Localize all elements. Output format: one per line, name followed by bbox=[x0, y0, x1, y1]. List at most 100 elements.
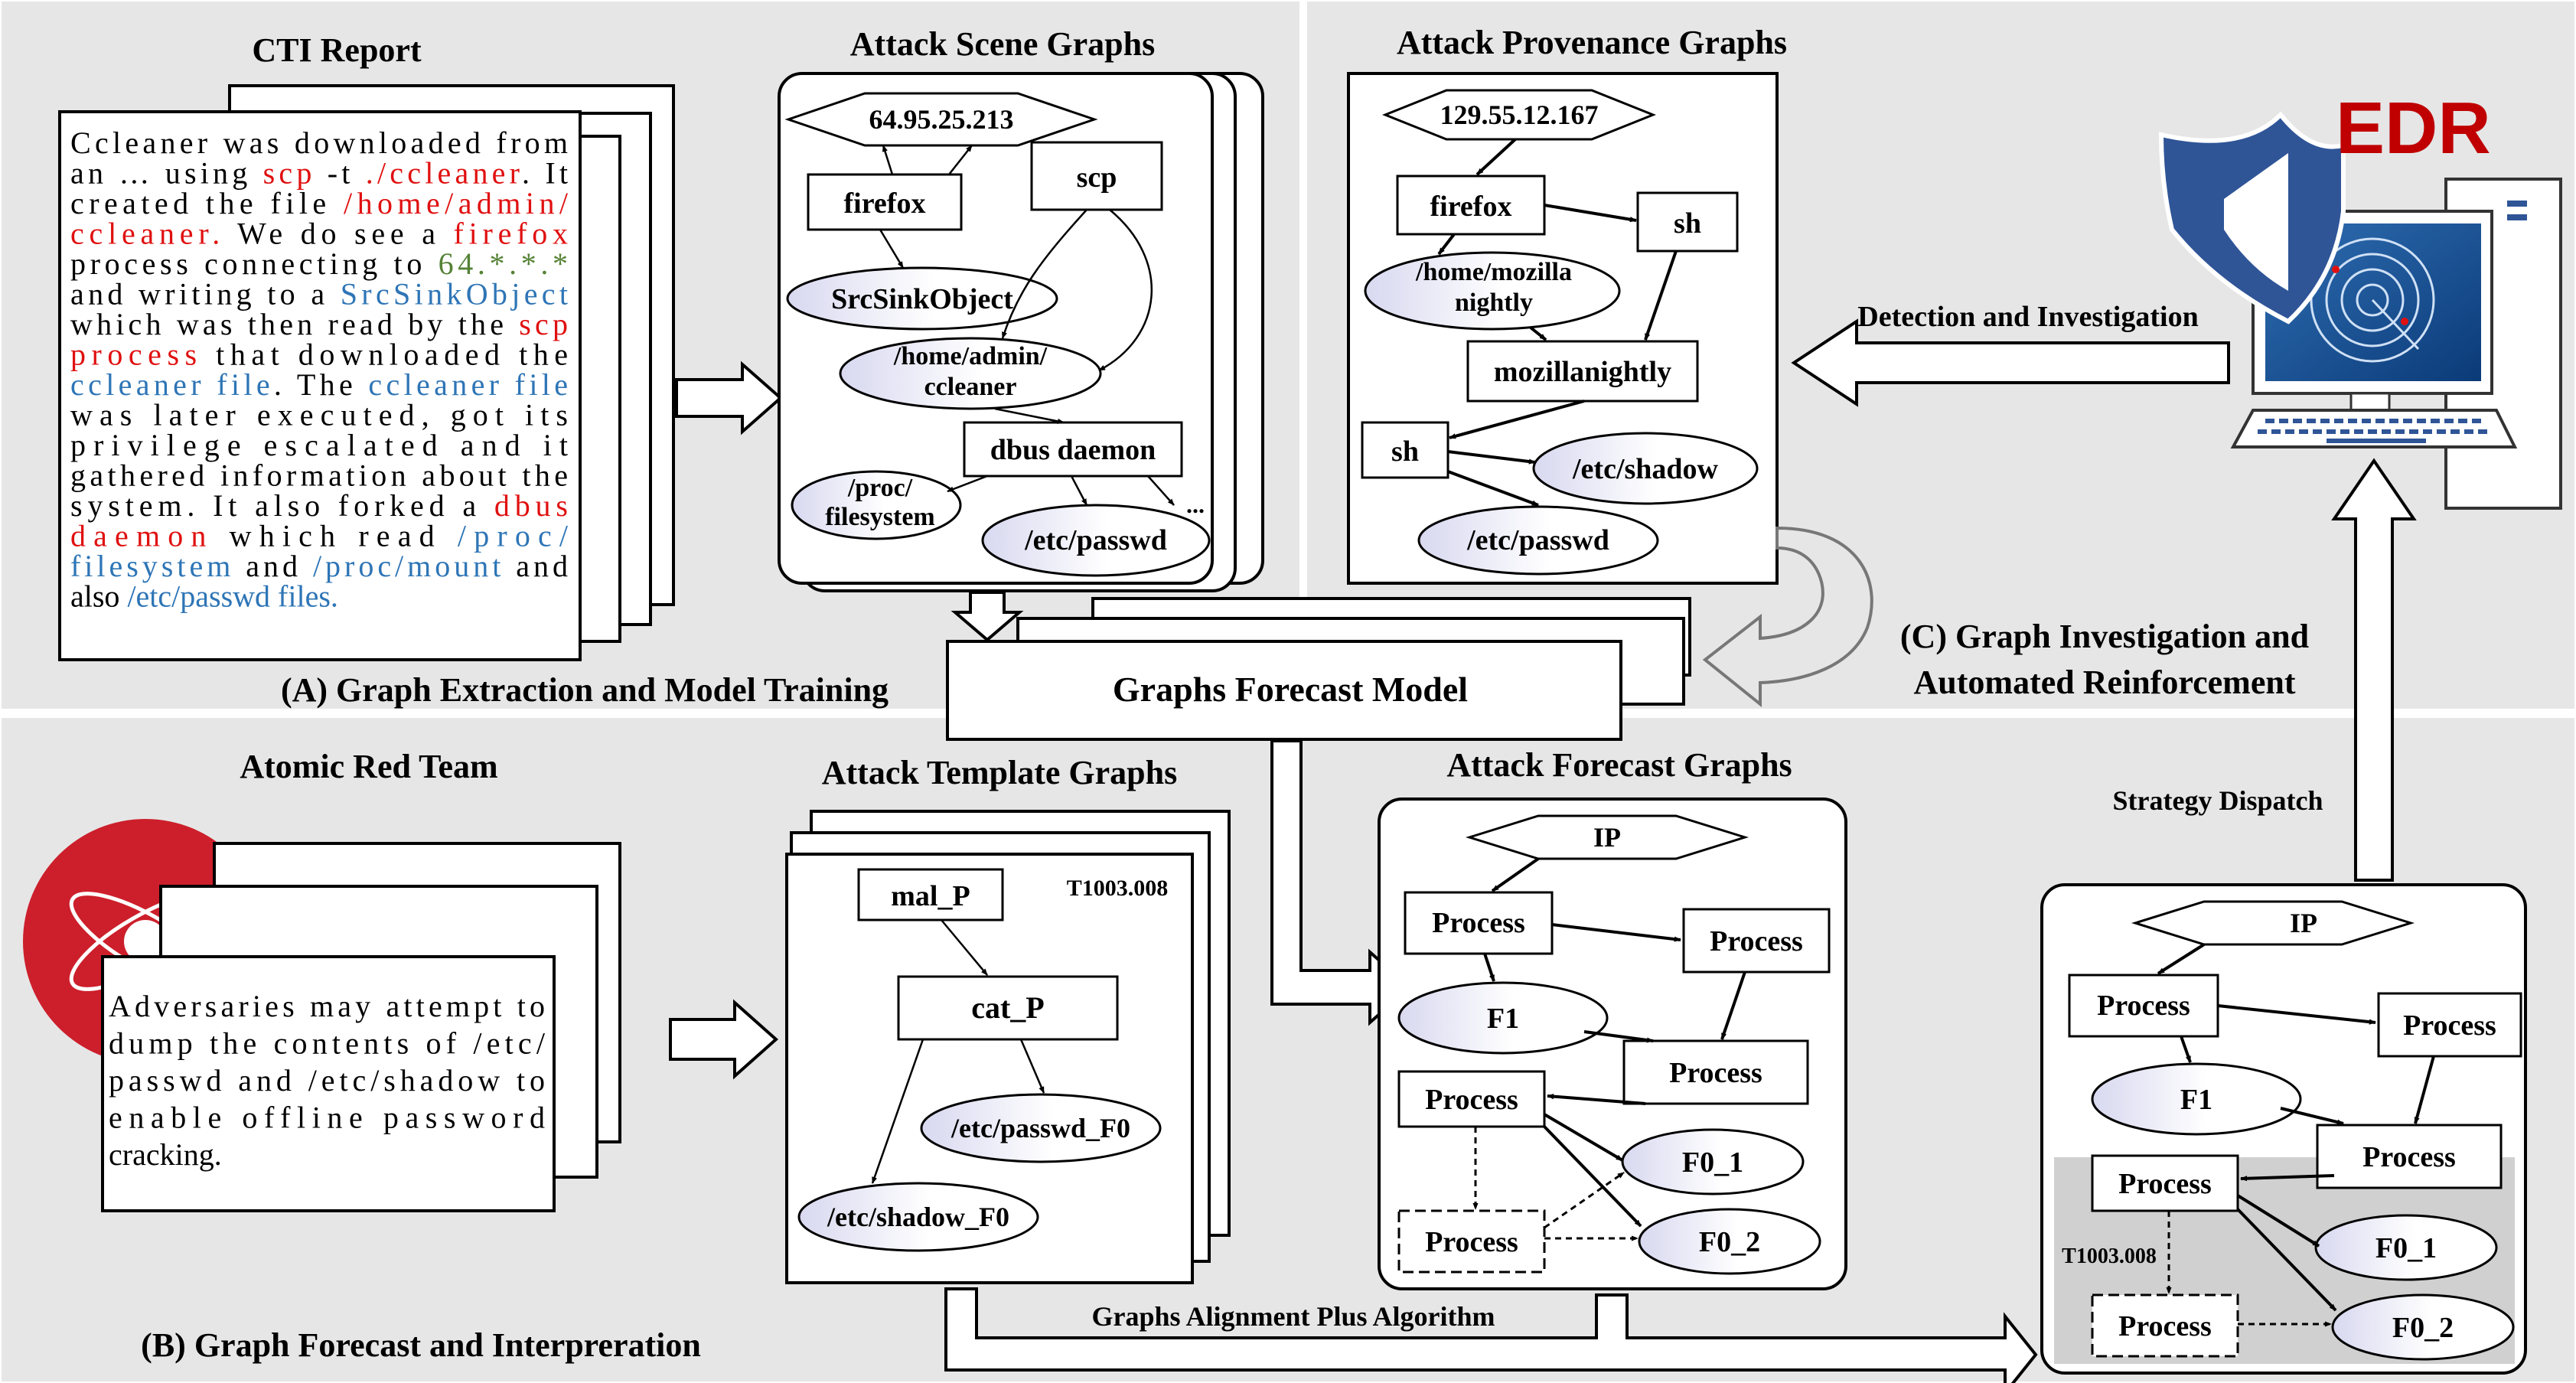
arrow-detection bbox=[1791, 318, 2230, 407]
forecast-process-4 bbox=[1397, 1070, 1546, 1128]
cti-report-segment: process connecting to bbox=[70, 246, 434, 281]
template-title: Attack Template Graphs bbox=[822, 754, 1177, 791]
template-passwd-node bbox=[920, 1093, 1162, 1163]
cti-report-segment: also bbox=[70, 579, 127, 614]
svg-text:/etc/passwd: /etc/passwd bbox=[1466, 524, 1609, 556]
cti-report-segment: gathered information about the bbox=[70, 458, 568, 493]
scene-ccleaner-node bbox=[839, 337, 1102, 410]
cti-report-segment: 64.*.*.* bbox=[439, 246, 568, 281]
radar-icon bbox=[2310, 237, 2435, 363]
scene-scp-node bbox=[1030, 141, 1163, 211]
scene-srcsink-node bbox=[786, 266, 1058, 331]
graphs-forecast-model: Graphs Forecast Model bbox=[946, 597, 1691, 741]
final-process-3 bbox=[2316, 1124, 2503, 1189]
panel-b-label: (B) Graph Forecast and Interpreration bbox=[141, 1326, 701, 1364]
cti-report-line: gathered information about the bbox=[70, 458, 568, 493]
svg-text:...: ... bbox=[1186, 491, 1205, 518]
cti-report-line: process connecting to 64.*.*.* bbox=[70, 246, 568, 281]
atomic-description-line: cracking. bbox=[109, 1137, 222, 1172]
svg-text:/etc/passwd_F0: /etc/passwd_F0 bbox=[951, 1113, 1130, 1143]
cti-report-segment: SrcSinkObject bbox=[341, 277, 568, 312]
final-process-4 bbox=[2091, 1154, 2239, 1212]
prov-passwd-node bbox=[1417, 505, 1659, 576]
final-f1-node bbox=[2091, 1062, 2302, 1136]
forecast-f0-1-node bbox=[1621, 1128, 1805, 1195]
svg-text:64.95.25.213: 64.95.25.213 bbox=[869, 104, 1014, 135]
cti-report-line: and writing to a SrcSinkObject bbox=[70, 277, 568, 312]
svg-text:mozillanightly: mozillanightly bbox=[1494, 356, 1671, 388]
atomic-description-line: dump the contents of /etc/ bbox=[109, 1026, 546, 1061]
svg-text:sh: sh bbox=[1391, 435, 1419, 468]
svg-text:nightly: nightly bbox=[1455, 289, 1533, 317]
svg-text:ccleaner: ccleaner bbox=[924, 373, 1017, 401]
final-process-1 bbox=[2068, 974, 2219, 1038]
svg-text:firefox: firefox bbox=[1430, 191, 1512, 223]
svg-text:Process: Process bbox=[1425, 1226, 1518, 1258]
cti-report-segment: scp bbox=[263, 156, 312, 191]
cti-report: CTI Report Ccleaner was downloaded froma… bbox=[58, 31, 675, 661]
scene-dbus-node bbox=[963, 421, 1183, 478]
edr-label: EDR bbox=[2336, 87, 2491, 169]
cti-report-line: also /etc/passwd files. bbox=[70, 579, 338, 614]
forecast-process-5 bbox=[1397, 1209, 1546, 1274]
svg-text:Process: Process bbox=[2118, 1168, 2212, 1200]
cti-report-line: ccleaner file. The ccleaner file bbox=[70, 367, 568, 402]
arrow-cti-to-scene bbox=[675, 360, 784, 435]
cti-report-title: CTI Report bbox=[252, 31, 422, 69]
svg-text:F0_1: F0_1 bbox=[1682, 1147, 1743, 1179]
forecast-process-1 bbox=[1404, 891, 1554, 955]
scene-firefox-node bbox=[807, 173, 963, 231]
svg-text:IP: IP bbox=[1593, 822, 1621, 853]
cti-report-line: which was then read by the scp bbox=[70, 307, 568, 341]
scene-passwd-node bbox=[981, 504, 1211, 577]
panel-a-label: (A) Graph Extraction and Model Training bbox=[281, 671, 889, 709]
svg-text:cat_P: cat_P bbox=[971, 990, 1045, 1025]
forecast-title: Attack Forecast Graphs bbox=[1446, 746, 1792, 784]
forecast-f1-node bbox=[1397, 981, 1609, 1055]
svg-text:Process: Process bbox=[1669, 1057, 1762, 1089]
forecast-process-2 bbox=[1682, 908, 1831, 974]
template-shadow-node bbox=[797, 1182, 1039, 1252]
cti-report-segment: which was then read by the bbox=[70, 307, 515, 341]
cti-report-segment: an … using bbox=[70, 156, 259, 191]
alignment-label: Graphs Alignment Plus Algorithm bbox=[1091, 1301, 1495, 1332]
cti-report-segment: . The bbox=[274, 367, 364, 402]
cti-report-line: filesystem and /proc/mount and bbox=[70, 549, 568, 583]
svg-text:T1003.008: T1003.008 bbox=[2062, 1244, 2157, 1268]
attack-forecast-graphs: Attack Forecast Graphs IP Process Proces… bbox=[1378, 746, 1847, 1290]
cti-report-segment: process bbox=[70, 338, 197, 372]
svg-text:firefox: firefox bbox=[844, 188, 926, 220]
final-process-5 bbox=[2091, 1293, 2239, 1358]
edr-computer-icon: EDR bbox=[2158, 87, 2562, 510]
forecast-process-3 bbox=[1622, 1039, 1809, 1105]
final-f0-1-node bbox=[2314, 1214, 2498, 1281]
forecast-f0-2-node bbox=[1638, 1208, 1821, 1275]
svg-text:mal_P: mal_P bbox=[891, 880, 970, 912]
svg-text:Process: Process bbox=[2403, 1010, 2496, 1042]
svg-text:Process: Process bbox=[1432, 907, 1525, 939]
reinforced-graph: T1003.008 IP Process Process F1 Process … bbox=[2040, 883, 2527, 1375]
cti-report-segment: Ccleaner was downloaded from bbox=[70, 126, 568, 160]
panel-c-label-line2: Automated Reinforcement bbox=[1914, 664, 2296, 701]
arrow-atomic-to-template bbox=[669, 999, 779, 1080]
cti-report-segment: scp bbox=[519, 307, 568, 341]
atomic-description-line: Adversaries may attempt to bbox=[109, 989, 545, 1023]
svg-text:IP: IP bbox=[2290, 908, 2317, 938]
final-process-2 bbox=[2377, 992, 2522, 1058]
arrow-scene-to-model bbox=[951, 591, 1024, 642]
arrow-strategy-dispatch bbox=[2331, 458, 2417, 882]
atomic-description-line: enable offline password bbox=[109, 1101, 545, 1135]
atomic-description-line: passwd and /etc/shadow to bbox=[109, 1063, 545, 1098]
provenance-title: Attack Provenance Graphs bbox=[1397, 24, 1787, 61]
svg-text:/etc/passwd: /etc/passwd bbox=[1024, 524, 1167, 556]
atomic-red-team: Atomic Red Team Adversaries may attempt … bbox=[23, 748, 621, 1212]
svg-text:sh: sh bbox=[1674, 207, 1701, 240]
svg-text:filesystem: filesystem bbox=[825, 503, 935, 531]
atomic-title: Atomic Red Team bbox=[240, 748, 497, 785]
prov-sh2-node bbox=[1361, 421, 1449, 479]
cti-report-segment: . It bbox=[522, 156, 568, 191]
prov-shadow-node bbox=[1532, 432, 1759, 505]
cti-report-segment: system. It also forked a bbox=[70, 488, 489, 523]
cti-report-segment: ./ccleaner bbox=[366, 156, 520, 191]
